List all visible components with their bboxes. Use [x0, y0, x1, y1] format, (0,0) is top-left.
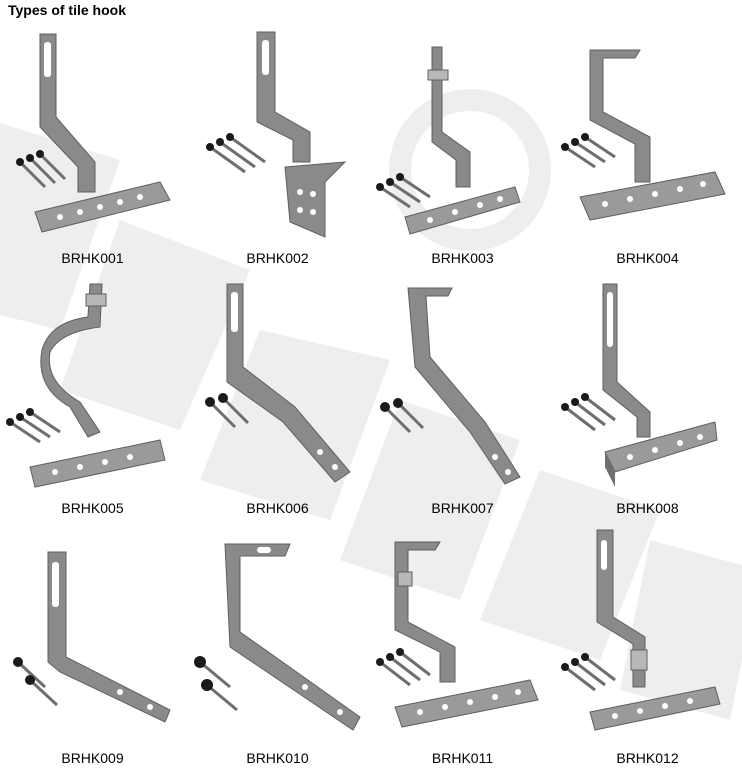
product-code: BRHK003 [431, 250, 494, 266]
product-code: BRHK007 [431, 500, 494, 516]
product-card-brhk007: BRHK007 [370, 272, 555, 522]
tile-hook-image [194, 543, 361, 731]
screws-icon [206, 133, 266, 174]
product-card-brhk003: BRHK003 [370, 22, 555, 272]
product-card-brhk010: BRHK010 [185, 522, 370, 772]
product-code: BRHK004 [616, 250, 679, 266]
product-grid: BRHK001 BRHK002 [0, 22, 742, 772]
product-code: BRHK009 [61, 750, 124, 766]
page-title: Types of tile hook [8, 2, 126, 18]
tile-hook-image [376, 541, 539, 728]
product-code: BRHK002 [246, 250, 309, 266]
tile-hook-image [16, 33, 171, 233]
product-card-brhk005: BRHK005 [0, 272, 185, 522]
tile-hook-image [205, 283, 351, 483]
tile-hook-image [561, 529, 721, 731]
tile-hook-image [380, 287, 521, 485]
screws-icon [380, 398, 425, 434]
product-code: BRHK012 [616, 750, 679, 766]
screws-icon [194, 656, 238, 712]
tile-hook-image [13, 551, 171, 723]
product-code: BRHK010 [246, 750, 309, 766]
tile-hook-image [561, 283, 718, 487]
screws-icon [376, 648, 431, 687]
product-code: BRHK001 [61, 250, 124, 266]
product-card-brhk012: BRHK012 [555, 522, 740, 772]
product-card-brhk011: BRHK011 [370, 522, 555, 772]
product-card-brhk008: BRHK008 [555, 272, 740, 522]
tile-hook-image [561, 49, 726, 221]
tile-hook-image [376, 46, 521, 235]
screws-icon [13, 657, 59, 707]
screws-icon [561, 133, 616, 169]
product-card-brhk009: BRHK009 [0, 522, 185, 772]
screws-icon [16, 150, 67, 189]
tile-hook-image [6, 283, 166, 488]
screws-icon [205, 393, 250, 429]
screws-icon [561, 393, 616, 432]
product-code: BRHK011 [431, 750, 494, 766]
screws-icon [6, 408, 61, 444]
product-code: BRHK005 [61, 500, 124, 516]
product-card-brhk006: BRHK006 [185, 272, 370, 522]
product-code: BRHK008 [616, 500, 679, 516]
product-card-brhk002: BRHK002 [185, 22, 370, 272]
product-card-brhk001: BRHK001 [0, 22, 185, 272]
product-card-brhk004: BRHK004 [555, 22, 740, 272]
product-code: BRHK006 [246, 500, 309, 516]
tile-hook-image [206, 31, 347, 238]
screws-icon [376, 173, 431, 209]
screws-icon [561, 653, 616, 692]
